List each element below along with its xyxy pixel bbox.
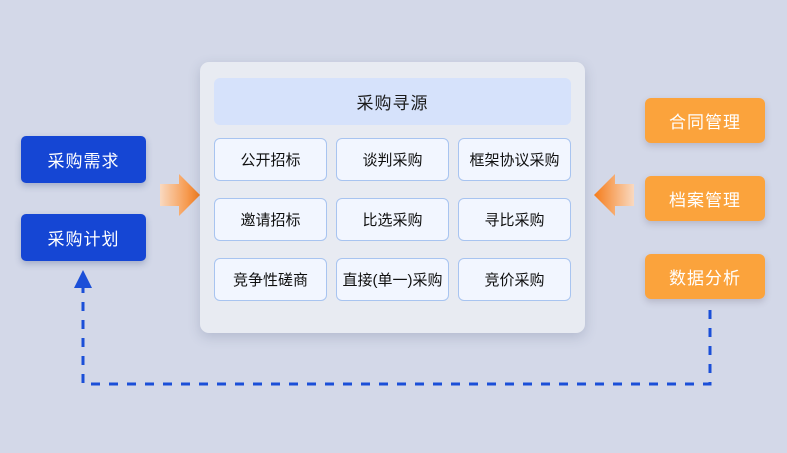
stage-button-contract-management[interactable]: 合同管理 [645,98,765,143]
stage-button-procurement-plan[interactable]: 采购计划 [21,214,146,261]
method-label: 寻比采购 [484,212,545,229]
method-box-competitive-bidding[interactable]: 竞价采购 [458,258,571,301]
method-box-invited-bidding[interactable]: 邀请招标 [214,198,327,241]
procurement-method-grid: 公开招标 谈判采购 框架协议采购 邀请招标 比选采购 寻比采购 竞争性磋商 直 [214,138,571,301]
method-box-comparative-selection[interactable]: 比选采购 [336,198,449,241]
method-label: 竞争性磋商 [232,272,308,289]
method-label: 直接(单一)采购 [342,272,443,289]
panel-title: 采购寻源 [214,78,571,125]
method-box-competitive-consultation[interactable]: 竞争性磋商 [214,258,327,301]
method-box-framework-agreement[interactable]: 框架协议采购 [458,138,571,181]
arrow-left-icon [594,174,634,216]
method-label: 竞价采购 [484,272,545,289]
method-label: 邀请招标 [240,212,301,229]
method-box-public-bidding[interactable]: 公开招标 [214,138,327,181]
stage-button-label: 档案管理 [669,191,741,210]
stage-button-data-analysis[interactable]: 数据分析 [645,254,765,299]
stage-button-label: 合同管理 [669,113,741,132]
method-box-negotiated-procurement[interactable]: 谈判采购 [336,138,449,181]
arrow-right-icon [160,174,200,216]
method-box-direct-single-source[interactable]: 直接(单一)采购 [336,258,449,301]
method-label: 谈判采购 [362,152,423,169]
panel-title-label: 采购寻源 [356,94,429,113]
stage-button-label: 数据分析 [669,269,741,288]
stage-button-label: 采购计划 [47,230,120,249]
stage-button-label: 采购需求 [47,152,120,171]
stage-button-procurement-demand[interactable]: 采购需求 [21,136,146,183]
sourcing-panel: 采购寻源 公开招标 谈判采购 框架协议采购 邀请招标 比选采购 寻比采购 [200,62,585,333]
method-label: 框架协议采购 [469,152,560,169]
method-label: 公开招标 [240,152,301,169]
stage-button-archive-management[interactable]: 档案管理 [645,176,765,221]
method-label: 比选采购 [362,212,423,229]
method-box-price-comparison[interactable]: 寻比采购 [458,198,571,241]
